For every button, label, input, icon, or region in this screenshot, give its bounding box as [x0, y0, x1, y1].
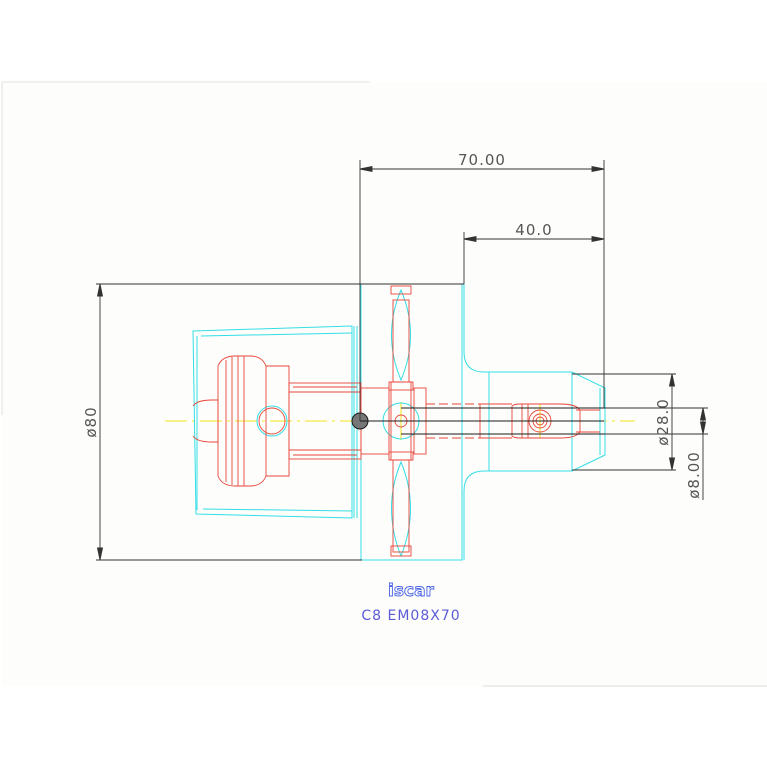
dim-overall-length: 70.00 [458, 151, 506, 169]
bore-lines [351, 407, 604, 435]
dim-body-diameter: ø80 [82, 406, 100, 437]
part-caption: C8 EM08X70 [361, 608, 460, 624]
dim-head-diameter: ø28.0 [654, 398, 672, 446]
dim-bore-diameter: ø8.00 [685, 451, 703, 499]
sheet-background [1, 81, 767, 687]
dim-shank-length: 40.0 [515, 221, 552, 239]
brand-logo: iscar [388, 581, 434, 601]
dimensions [96, 160, 708, 561]
